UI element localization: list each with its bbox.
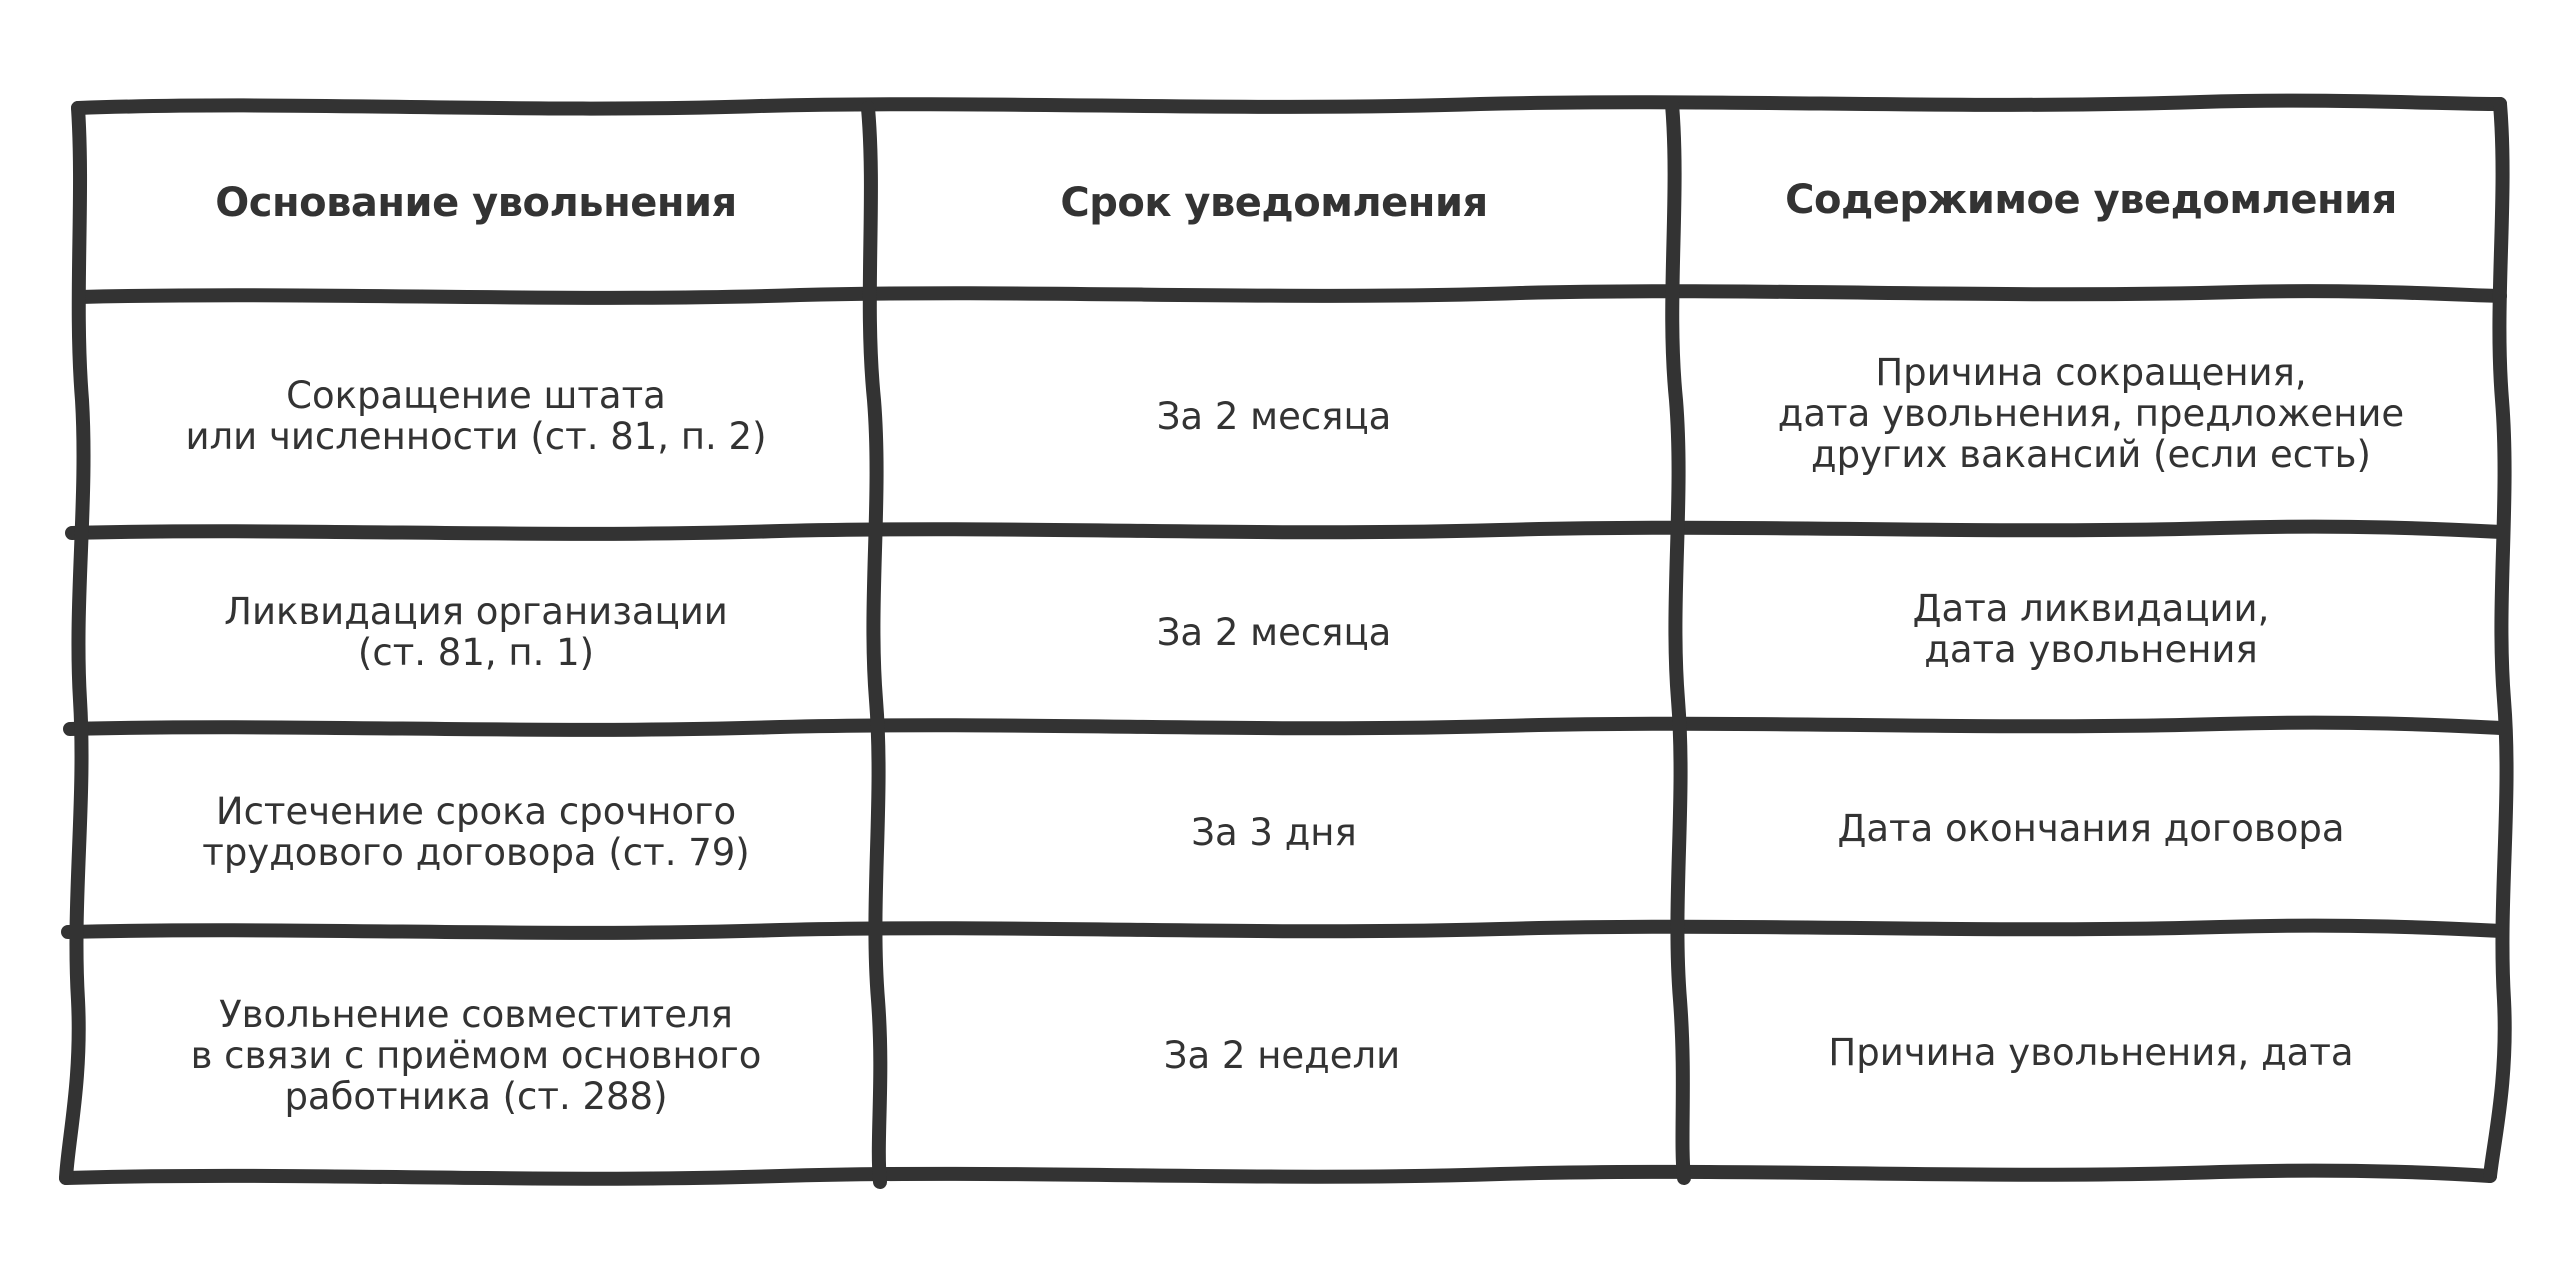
- cell-text: За 2 месяца: [1156, 394, 1392, 438]
- table-row-2-term: За 2 месяца: [876, 536, 1672, 728]
- row-divider-1: [73, 284, 2507, 305]
- cell-text: Сокращение штата или численности (ст. 81…: [185, 374, 767, 458]
- cell-text: За 2 месяца: [1156, 610, 1392, 654]
- table-row-1-reason: Сокращение штата или численности (ст. 81…: [84, 300, 868, 532]
- cell-text: За 2 недели: [1163, 1033, 1401, 1077]
- cell-text: Истечение срока срочного трудового догов…: [202, 790, 750, 874]
- table-row-1-content: Причина сокращения, дата увольнения, пре…: [1680, 296, 2502, 530]
- table-border-bottom: [59, 1163, 2497, 1186]
- header-cell-term: Срок уведомления: [876, 110, 1672, 295]
- table-row-2-content: Дата ликвидации, дата увольнения: [1680, 532, 2502, 726]
- header-cell-content: Содержимое уведомления: [1680, 106, 2502, 294]
- cell-text: Увольнение совместителя в связи с приёмо…: [190, 992, 762, 1118]
- cell-text: Причина увольнения, дата: [1828, 1030, 2354, 1074]
- row-divider-3: [63, 715, 2507, 737]
- column-divider-1: [861, 101, 888, 1189]
- table-row-4-term: За 2 недели: [884, 936, 1680, 1174]
- table-row-3-content: Дата окончания договора: [1680, 728, 2502, 928]
- header-reason-label: Основание увольнения: [215, 179, 737, 226]
- row-divider-4: [61, 918, 2507, 940]
- header-term-label: Срок уведомления: [1060, 179, 1488, 226]
- table-border-left: [59, 101, 91, 1185]
- cell-text: Ликвидация организации (ст. 81, п. 1): [224, 590, 728, 674]
- table-row-4-reason: Увольнение совместителя в связи с приёмо…: [84, 936, 868, 1174]
- cell-text: Дата ликвидации, дата увольнения: [1912, 587, 2270, 671]
- cell-text: Причина сокращения, дата увольнения, пре…: [1777, 350, 2405, 476]
- table-border-top: [71, 93, 2507, 116]
- cell-text: За 3 дня: [1191, 810, 1357, 854]
- table-row-4-content: Причина увольнения, дата: [1688, 932, 2494, 1172]
- table-row-3-term: За 3 дня: [876, 732, 1672, 932]
- table-border-right: [2483, 97, 2514, 1183]
- row-divider-2: [65, 519, 2507, 541]
- header-content-label: Содержимое уведомления: [1785, 177, 2397, 223]
- header-cell-reason: Основание увольнения: [84, 110, 868, 295]
- table-row-3-reason: Истечение срока срочного трудового догов…: [84, 732, 868, 932]
- column-divider-2: [1665, 97, 1691, 1185]
- table-row-1-term: За 2 месяца: [876, 300, 1672, 532]
- cell-text: Дата окончания договора: [1837, 806, 2345, 850]
- table-row-2-reason: Ликвидация организации (ст. 81, п. 1): [84, 536, 868, 728]
